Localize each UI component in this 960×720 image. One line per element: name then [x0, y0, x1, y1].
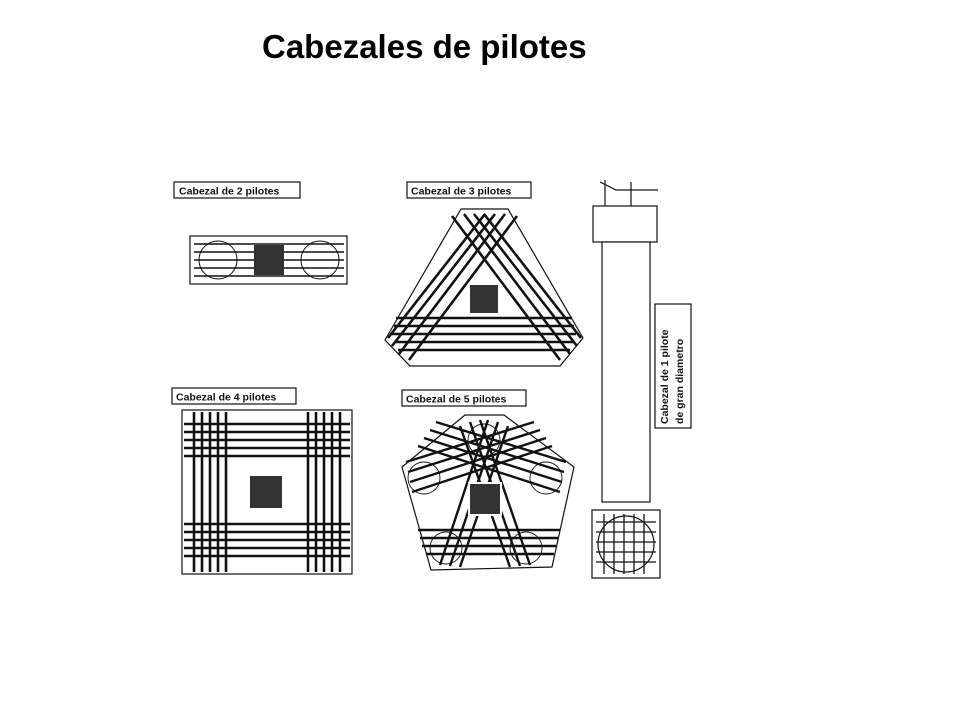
- cap-1-break-lines: [599, 180, 658, 206]
- cap-3-label-text: Cabezal de 3 pilotes: [411, 186, 512, 198]
- cap-5-label: Cabezal de 5 pilotes: [401, 389, 527, 407]
- cap-4-rebars: [184, 412, 350, 572]
- cap-2-label-text: Cabezal de 2 pilotes: [179, 186, 280, 198]
- cap-2-pile-right: [300, 240, 340, 280]
- cap-1-plan-pile: [597, 515, 655, 573]
- cap-3-label: Cabezal de 3 pilotes: [406, 181, 532, 199]
- cap-3-piles: Cabezal de 3 pilotes: [384, 181, 584, 367]
- cap-2-pile-left: [198, 240, 238, 280]
- cap-4-column: [250, 476, 282, 508]
- cap-1-pile-shaft: [601, 241, 651, 503]
- cap-5-column: [468, 482, 502, 516]
- cap-5-rebars: [405, 419, 567, 568]
- cap-1-column: [592, 205, 658, 243]
- cap-1-plan-rebars: [596, 514, 656, 574]
- cap-3-column: [468, 283, 500, 315]
- cap-2-column: [254, 245, 284, 275]
- page-title: Cabezales de pilotes: [262, 28, 587, 65]
- cap-1-label-line2: de gran diametro: [674, 339, 686, 424]
- cap-4-label: Cabezal de 4 pilotes: [171, 387, 297, 405]
- cap-1-label: Cabezal de 1 pilote de gran diametro: [654, 303, 692, 429]
- cap-3-rebars: [386, 213, 583, 361]
- cap-1-pile: Cabezal de 1 pilote de gran diametro: [591, 180, 692, 579]
- cap-4-piles: Cabezal de 4 pilotes: [171, 387, 353, 575]
- cap-1-plan-outline: [591, 509, 661, 579]
- cap-5-piles-outline: [407, 423, 563, 565]
- cap-4-label-text: Cabezal de 4 pilotes: [176, 392, 277, 404]
- cap-2-label: Cabezal de 2 pilotes: [173, 181, 301, 199]
- cap-5-piles: Cabezal de 5 pilotes: [401, 389, 575, 571]
- cap-1-label-line1: Cabezal de 1 pilote: [659, 329, 671, 424]
- cap-2-piles: Cabezal de 2 pilotes: [173, 181, 348, 285]
- cap-5-label-text: Cabezal de 5 pilotes: [406, 394, 507, 406]
